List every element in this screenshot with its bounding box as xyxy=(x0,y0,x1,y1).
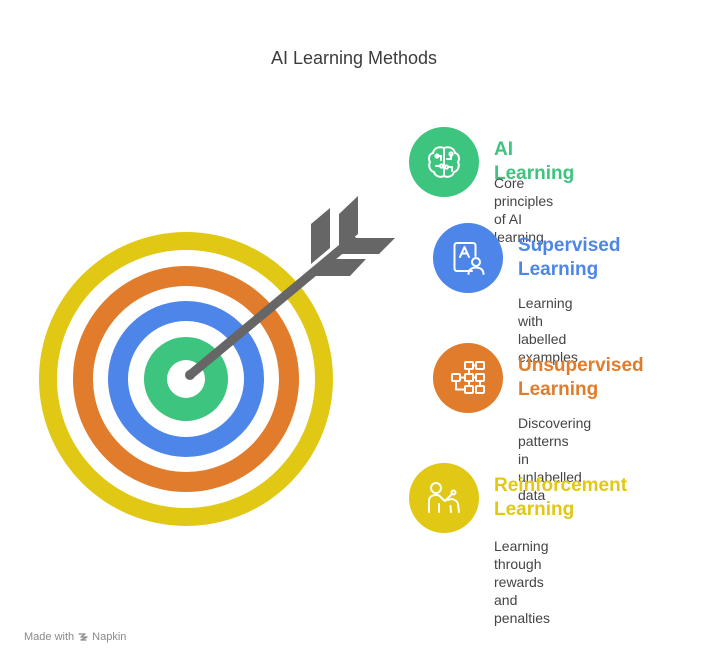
item-title: Unsupervised Learning xyxy=(518,355,644,400)
arrow xyxy=(185,196,395,380)
brain-circuit-icon xyxy=(428,146,460,178)
item-icon-circle xyxy=(409,127,479,197)
item-description: Learning through rewards and penalties xyxy=(494,538,551,626)
arrow-fletching-top xyxy=(311,208,330,264)
item-description: Discovering patterns in unlabelled data xyxy=(518,415,592,503)
workflow-icon xyxy=(451,361,485,394)
item-description: Core principles of AI learning xyxy=(494,175,554,245)
footer-brand: Napkin xyxy=(92,631,127,643)
person-pointing-icon xyxy=(428,482,460,513)
item-icon-circle xyxy=(433,223,503,293)
item-title: AI Learning xyxy=(494,139,575,184)
footer: Made with Napkin xyxy=(24,631,126,643)
item-description: Learning with labelled examples xyxy=(518,295,578,365)
item-title: Supervised Learning xyxy=(518,235,621,280)
footer-made-with: Made with xyxy=(24,631,75,643)
page-title: AI Learning Methods xyxy=(270,48,438,68)
arrow-fletching-bottom xyxy=(310,259,366,276)
tablet-person-icon xyxy=(453,242,485,275)
arrow-fletching-top-2 xyxy=(339,196,358,250)
item-icon-circle xyxy=(409,463,479,533)
item-icon-circle xyxy=(433,343,503,413)
napkin-logo-icon xyxy=(78,633,88,641)
arrow-fletching-bottom-2 xyxy=(339,238,395,254)
item-title: Reinforcement Learning xyxy=(494,475,628,520)
